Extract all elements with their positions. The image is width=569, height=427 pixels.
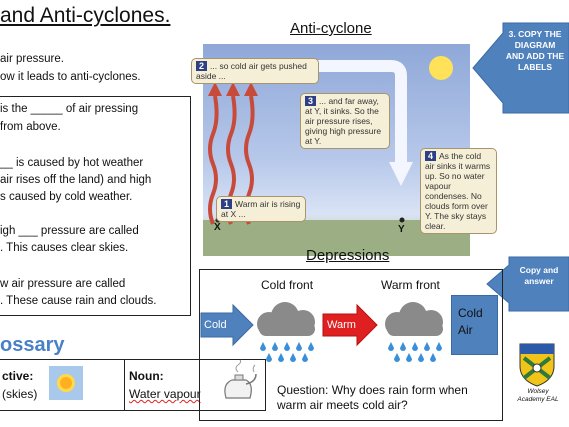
- question-text: Question: Why does rain form when warm a…: [277, 383, 468, 412]
- academy-logo: Wolsey Academy EAL: [516, 340, 559, 403]
- textbox-line: igh ___ pressure are called: [0, 225, 139, 237]
- kettle-icon: [224, 359, 257, 399]
- glossary-divider: [124, 359, 125, 410]
- page-title: and Anti-cyclones.: [0, 4, 171, 27]
- rain-cloud-1: [251, 298, 323, 371]
- callout-number: 4: [425, 151, 436, 161]
- textbox-line: __ is caused by hot weather: [0, 157, 144, 169]
- textbox-line: . This causes clear skies.: [0, 242, 129, 254]
- cold-arrow: Cold: [200, 303, 254, 350]
- sun-icon: [57, 374, 75, 392]
- callout-text: Warm air is rising at X ...: [221, 199, 301, 219]
- rain-cloud-2: [379, 298, 451, 371]
- cold-arrow-label: Cold: [204, 319, 227, 331]
- cold-air-label: Cold Air: [458, 306, 483, 337]
- glossary-noun-label: Noun:: [129, 369, 164, 383]
- glossary-heading: ossary: [0, 334, 65, 356]
- callout-3: 3... and far away, at Y, it sinks. So th…: [300, 93, 390, 149]
- glossary-adjective-value: (skies): [2, 387, 38, 401]
- rain-cloud-icon: [385, 302, 443, 362]
- anticyclone-diagram: X Y 2... so cold air gets pushed aside .…: [191, 44, 497, 256]
- glossary-adjective-label: ctive:: [2, 369, 34, 383]
- callout-number: 1: [221, 199, 232, 209]
- warm-front-label: Warm front: [381, 278, 440, 292]
- kettle-image: [216, 359, 260, 409]
- sun-image: [49, 366, 83, 400]
- depressions-title: Depressions: [306, 247, 390, 264]
- shield-icon: [519, 343, 555, 387]
- warm-arrow-label: Warm: [327, 319, 356, 331]
- callout-2: 2... so cold air gets pushed aside ...: [191, 58, 319, 84]
- sun-icon: [429, 56, 453, 80]
- textbox-line: is the _____ of air pressing: [0, 103, 139, 115]
- sinking-air-arrow: [389, 162, 413, 186]
- right-arrow-icon: [200, 303, 254, 347]
- left-arrow-icon: [486, 256, 569, 312]
- right-arrow-icon: [322, 303, 378, 347]
- warm-arrow: Warm: [322, 303, 378, 350]
- copy-answer-text: Copy and answer: [519, 265, 559, 286]
- point-y-label: Y: [398, 224, 405, 235]
- callout-number: 2: [196, 61, 207, 71]
- textbox-line: . These cause rain and clouds.: [0, 295, 157, 307]
- textbox-line: air rises off the land) and high: [0, 174, 152, 186]
- textbox-line: from above.: [0, 121, 61, 133]
- logo-text: Wolsey Academy EAL: [517, 388, 559, 403]
- callout-text: As the cold air sinks it warms up. So no…: [425, 151, 491, 231]
- anticyclone-title: Anti-cyclone: [290, 20, 372, 37]
- copy-answer-tag: Copy and answer: [486, 255, 569, 318]
- textbox-line: s caused by cold weather.: [0, 191, 133, 203]
- callout-number: 3: [305, 96, 316, 106]
- cold-air-block: Cold Air: [451, 295, 498, 355]
- point-x-label: X: [214, 222, 221, 233]
- cold-front-label: Cold front: [261, 278, 314, 292]
- glossary-noun-value: Water vapour: [129, 387, 201, 401]
- fill-in-textbox: [0, 96, 191, 316]
- textbox-line: w air pressure are called: [0, 278, 126, 290]
- glossary-box: [0, 359, 266, 411]
- callout-text: ... and far away, at Y, it sinks. So the…: [305, 96, 382, 146]
- intro-line-2: ow it leads to anti-cyclones.: [0, 71, 141, 83]
- copy-diagram-tag: 3. COPY THE DIAGRAM AND ADD THE LABELS: [472, 15, 569, 126]
- intro-line-1: air pressure.: [0, 53, 64, 65]
- depressions-box: [199, 269, 503, 421]
- callout-text: ... so cold air gets pushed aside ...: [196, 61, 307, 81]
- rain-cloud-icon: [257, 302, 315, 362]
- copy-diagram-text: 3. COPY THE DIAGRAM AND ADD THE LABELS: [505, 29, 565, 72]
- left-arrow-icon: [472, 22, 569, 114]
